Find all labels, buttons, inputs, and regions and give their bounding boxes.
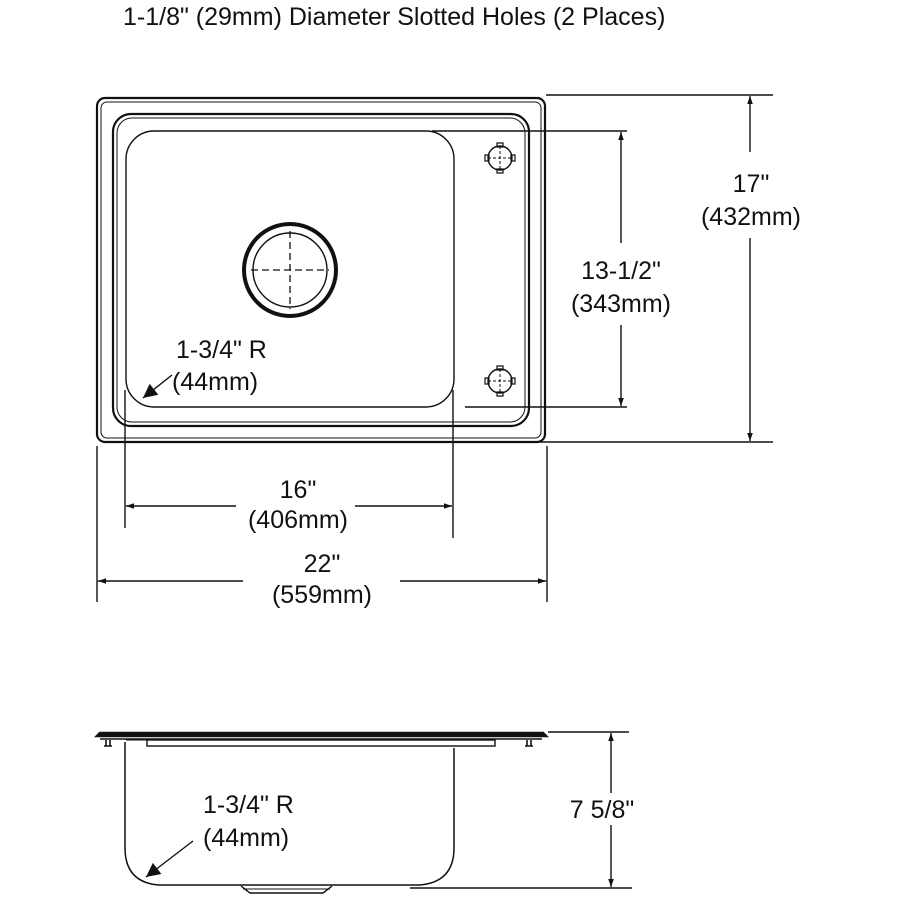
overall-length-label: 17" bbox=[733, 170, 770, 198]
depth-label: 7 5/8" bbox=[570, 796, 634, 824]
overall-width-label: 22" bbox=[304, 550, 341, 578]
side-view bbox=[93, 731, 632, 894]
bowl-length-label: 13-1/2" bbox=[581, 257, 661, 285]
top-radius-label: 1-3/4" R bbox=[176, 336, 267, 364]
side-radius-label: 1-3/4" R bbox=[203, 791, 294, 819]
bowl-width-label: 16" bbox=[280, 476, 317, 504]
slotted-hole-bottom-icon bbox=[484, 365, 516, 397]
drain-icon bbox=[242, 222, 338, 318]
side-radius-mm-label: (44mm) bbox=[203, 824, 289, 852]
bowl-outline bbox=[125, 130, 455, 408]
top-radius-mm-label: (44mm) bbox=[172, 368, 258, 396]
overall-length-mm-label: (432mm) bbox=[701, 203, 801, 231]
slotted-holes-note: 1-1/8" (29mm) Diameter Slotted Holes (2 … bbox=[123, 3, 665, 31]
bowl-width-mm-label: (406mm) bbox=[248, 506, 348, 534]
slotted-hole-top-icon bbox=[484, 142, 516, 174]
bowl-length-mm-label: (343mm) bbox=[571, 290, 671, 318]
top-view bbox=[95, 94, 773, 602]
overall-width-mm-label: (559mm) bbox=[272, 581, 372, 609]
